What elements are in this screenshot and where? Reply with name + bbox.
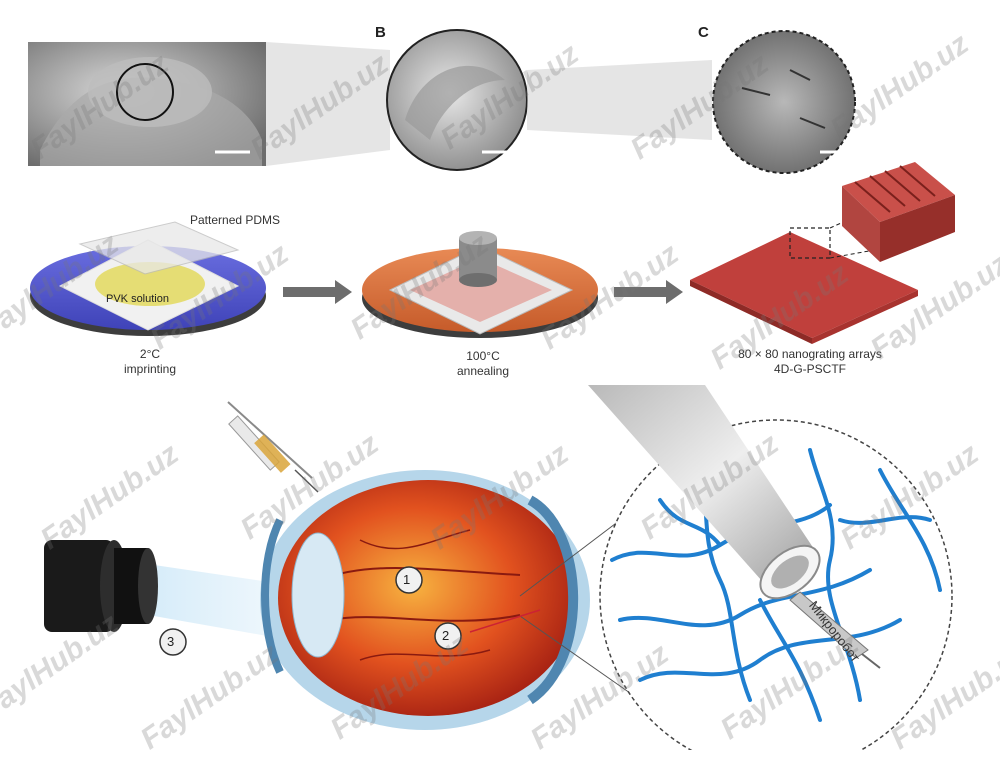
- marker-2: 2: [442, 628, 450, 643]
- light-beam: [120, 560, 290, 640]
- annealing-caption: 100°C annealing: [428, 349, 538, 379]
- zoom-connector-bc: [527, 60, 712, 140]
- pdms-label: Patterned PDMS: [190, 213, 281, 227]
- annealing-name: annealing: [456, 364, 510, 378]
- sem-panel-b: [386, 29, 528, 171]
- step-marker-circles: [159, 566, 462, 656]
- imprinting-name: imprinting: [123, 362, 177, 376]
- zoom-connector-ab: [266, 42, 390, 166]
- panel-label-c: C: [698, 24, 709, 41]
- arrow-1: [283, 280, 352, 304]
- panel-label-b: B: [375, 24, 386, 41]
- marker-1: 1: [403, 572, 411, 587]
- sem-panel-c: [712, 30, 856, 174]
- film-name-label: 4D-G-PSCTF: [774, 362, 846, 376]
- needle-icon: [588, 385, 821, 600]
- microrobot-icon: [789, 591, 881, 669]
- imprinting-temp: 2°C: [139, 347, 161, 361]
- pvk-label: PVK solution: [106, 293, 169, 305]
- nanograting-zoom: [842, 162, 955, 262]
- arrow-2: [614, 280, 683, 304]
- eyeball: [260, 470, 590, 730]
- nanograting-caption: 80 × 80 nanograting arrays 4D-G-PSCTF: [700, 347, 920, 377]
- annealing-stage: [362, 231, 598, 338]
- lens-device-icon: [44, 540, 158, 632]
- marker-3: 3: [167, 634, 175, 649]
- sem-panel-a: [28, 42, 266, 166]
- imprinting-stage: [30, 221, 266, 336]
- syringe-icon: [227, 401, 319, 493]
- nanograting-arrays-label: 80 × 80 nanograting arrays: [738, 347, 882, 361]
- annealing-temp: 100°C: [466, 349, 500, 363]
- imprinting-caption: 2°C imprinting: [95, 347, 205, 377]
